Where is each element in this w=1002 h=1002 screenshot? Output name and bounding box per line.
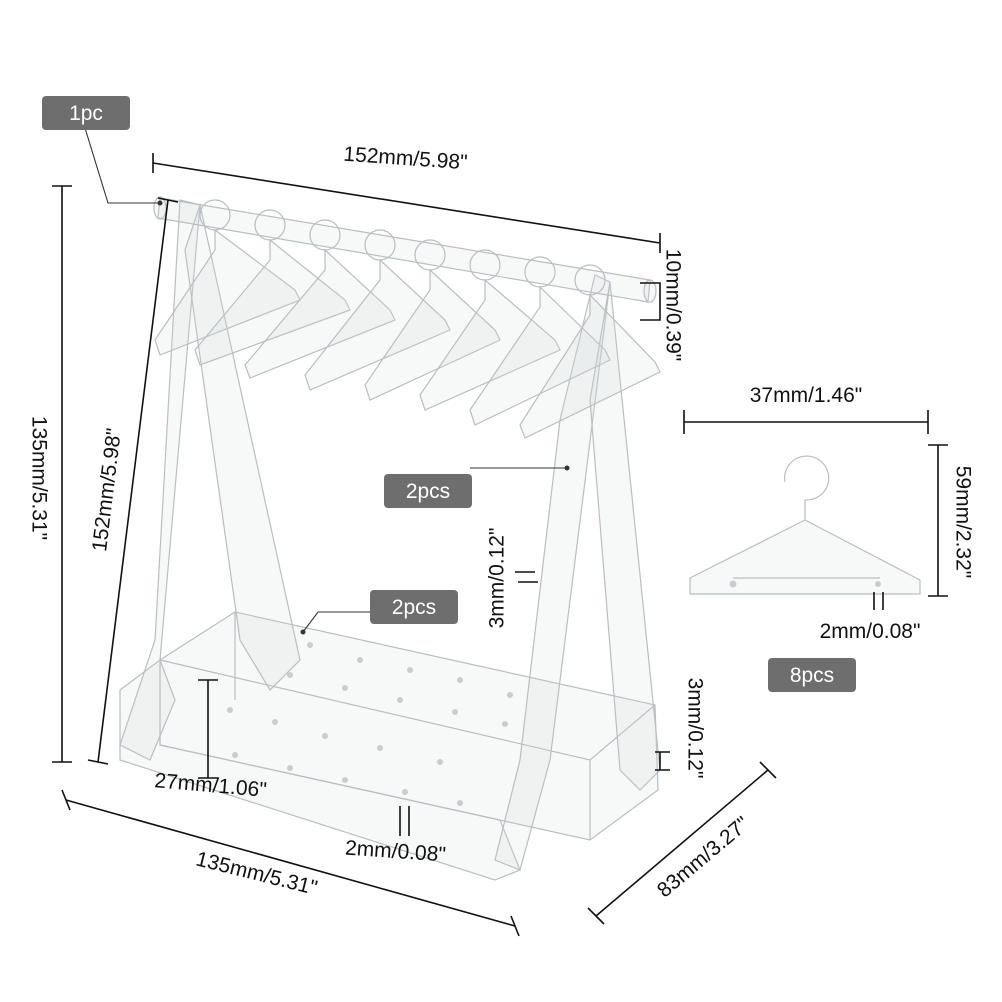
dimension-lines xyxy=(52,153,948,937)
label-side-length: 152mm/5.98" xyxy=(88,427,126,553)
label-overall-height: 135mm/5.31" xyxy=(27,416,50,540)
badge-side-panel-count: 2pcs xyxy=(384,474,472,508)
label-hanger-height: 59mm/2.32" xyxy=(951,466,974,579)
rack-hangers xyxy=(154,199,661,439)
base-peg-holes xyxy=(227,642,513,806)
badge-base-count: 2pcs xyxy=(370,590,458,624)
label-base-thickness: 3mm/0.12" xyxy=(683,678,706,779)
svg-text:8pcs: 8pcs xyxy=(790,664,834,687)
label-panel-thickness: 3mm/0.12" xyxy=(486,528,509,629)
svg-text:2pcs: 2pcs xyxy=(406,480,450,503)
leader-lines xyxy=(84,127,570,635)
label-base-length: 135mm/5.31" xyxy=(194,848,320,900)
label-rod-diameter: 10mm/0.39" xyxy=(661,249,684,362)
label-hanger-slot: 2mm/0.08" xyxy=(820,620,921,643)
single-hanger-illustration xyxy=(689,455,921,595)
label-rod-length: 152mm/5.98" xyxy=(343,143,468,175)
badge-hanger-count: 8pcs xyxy=(768,658,856,692)
svg-text:2pcs: 2pcs xyxy=(392,596,436,619)
badge-rod-count: 1pc xyxy=(42,96,130,130)
label-hanger-width: 37mm/1.46" xyxy=(750,384,863,407)
hanger-rack-illustration xyxy=(119,196,661,881)
svg-text:1pc: 1pc xyxy=(69,102,103,125)
